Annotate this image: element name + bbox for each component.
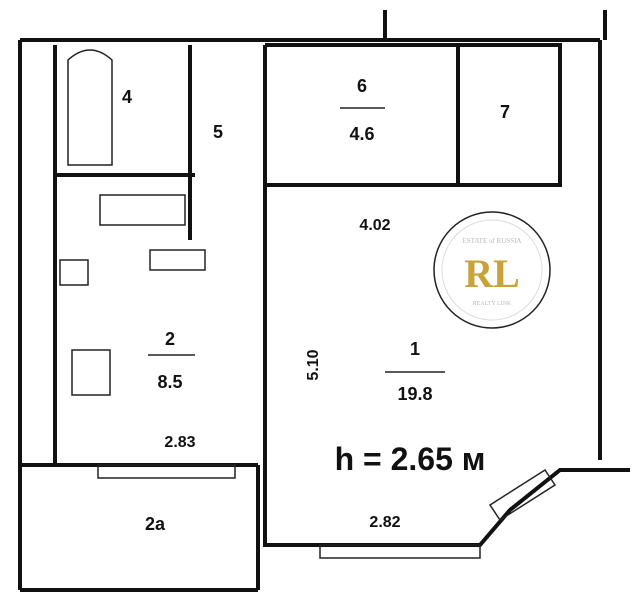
room-1-length: 5.10 (305, 349, 322, 380)
room-2-area: 8.5 (157, 372, 182, 392)
room-6-number: 6 (357, 76, 367, 96)
room-2-width: 2.83 (164, 434, 195, 451)
room-1-number: 1 (410, 339, 420, 359)
walls (18, 10, 630, 592)
room-2a-number: 2а (145, 514, 166, 534)
svg-text:RL: RL (464, 251, 520, 296)
room-4-number: 4 (122, 87, 132, 107)
logo-watermark: ESTATE of RUSSIA RL REALTY LINK (433, 211, 551, 329)
room-1-area: 19.8 (397, 384, 432, 404)
svg-text:REALTY LINK: REALTY LINK (473, 301, 512, 307)
ceiling-height: h = 2.65 м (335, 441, 486, 477)
room-6-area: 4.6 (349, 124, 374, 144)
room-1-width: 4.02 (359, 217, 390, 234)
room-2-number: 2 (165, 329, 175, 349)
room-1-bottom-width: 2.82 (369, 514, 400, 531)
svg-text:ESTATE of RUSSIA: ESTATE of RUSSIA (463, 237, 522, 245)
room-5-number: 5 (213, 122, 223, 142)
room-7-number: 7 (500, 102, 510, 122)
